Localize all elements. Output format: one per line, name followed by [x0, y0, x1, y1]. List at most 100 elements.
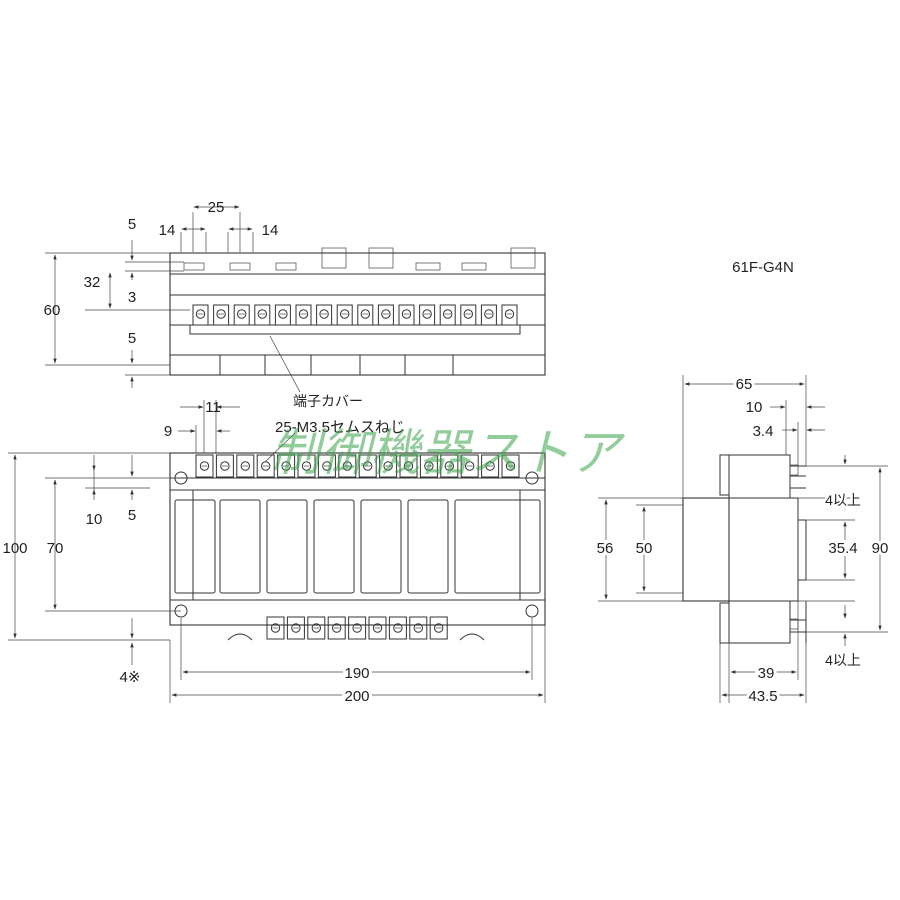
screw-head	[401, 309, 412, 319]
dim-4-bottom-label: 4以上	[825, 652, 861, 668]
dim-200-label: 200	[344, 688, 369, 705]
screw-head	[240, 461, 251, 471]
dim-60-label: 60	[44, 302, 61, 319]
screw-head	[463, 309, 473, 319]
screw-head	[342, 461, 352, 471]
terminal-block	[398, 304, 415, 326]
screw-head	[485, 461, 495, 471]
screw-head	[444, 461, 454, 471]
terminal-block	[317, 454, 336, 478]
watermark: 制御機器ストア	[270, 424, 625, 482]
terminal-block	[429, 616, 448, 640]
terminal-block	[338, 454, 357, 478]
terminal-block	[480, 304, 497, 326]
dim-43-5-label: 43.5	[748, 688, 777, 705]
screw-head	[270, 623, 281, 633]
terminal-block	[266, 616, 285, 640]
screw-head	[484, 309, 494, 319]
terminal-block	[192, 304, 209, 326]
terminal-cover-callout: 端子カバー	[293, 393, 363, 409]
terminal-block	[481, 454, 500, 478]
dim-10-side-label: 10	[746, 399, 763, 416]
screw-head	[319, 309, 329, 319]
dim-11-label: 11	[205, 399, 221, 416]
screw-head	[257, 309, 267, 319]
screw-head	[352, 623, 362, 633]
front-terminal-row-bottom	[266, 616, 448, 640]
terminal-block	[316, 304, 333, 326]
screw-head	[465, 461, 475, 471]
dim-14-right-label: 14	[262, 222, 279, 239]
dim-90-label: 90	[872, 540, 889, 557]
screw-head	[298, 309, 309, 319]
screw-head	[381, 309, 391, 319]
terminal-block	[213, 304, 230, 326]
terminal-block	[419, 304, 436, 326]
terminal-block	[256, 454, 275, 478]
front-terminal-row-top	[195, 454, 520, 478]
terminal-block	[348, 616, 367, 640]
screw-head	[383, 461, 393, 471]
screw-head	[195, 309, 206, 319]
screw-head	[413, 623, 423, 633]
side-base-plate	[682, 497, 730, 602]
side-view: 65 10 3.4 90 35.4 4以上 4以上 56	[594, 373, 892, 708]
dim-50-label: 50	[636, 540, 653, 557]
screw-head	[434, 623, 444, 633]
screw-head	[332, 623, 342, 633]
terminal-block	[274, 304, 291, 326]
terminal-block	[215, 454, 234, 478]
terminal-block	[307, 616, 326, 640]
front-view-outline	[169, 452, 546, 626]
terminal-block	[388, 616, 407, 640]
dim-56-label: 56	[597, 540, 614, 557]
screw-head	[403, 461, 414, 471]
screw-head	[216, 309, 226, 319]
dim-25-label: 25	[208, 199, 225, 216]
terminal-block	[286, 616, 305, 640]
terminal-block	[440, 454, 459, 478]
screw-head	[360, 309, 370, 319]
terminal-block	[336, 304, 353, 326]
terminal-block	[357, 304, 374, 326]
screw-head	[199, 461, 210, 471]
terminal-block	[460, 304, 477, 326]
terminal-block	[377, 304, 394, 326]
top-terminal-row	[192, 304, 518, 326]
dim-5-top-label: 5	[128, 216, 136, 233]
screw-head	[322, 461, 332, 471]
terminal-block	[419, 454, 438, 478]
screw-head	[424, 461, 434, 471]
terminal-block	[236, 454, 255, 478]
dim-70-label: 70	[47, 540, 64, 557]
dim-65-label: 65	[736, 376, 753, 393]
dim-4-note-label: 4※	[120, 669, 141, 686]
dim-190-label: 190	[344, 665, 369, 682]
dim-9-label: 9	[164, 423, 172, 440]
dim-32-label: 32	[84, 274, 101, 291]
dim-5-front-label: 5	[128, 507, 136, 524]
terminal-block	[233, 304, 250, 326]
screw-head	[301, 461, 312, 471]
screw-head	[504, 309, 515, 319]
screw-head	[505, 461, 516, 471]
terminal-block	[368, 616, 387, 640]
screw-head	[422, 309, 432, 319]
terminal-block	[254, 304, 271, 326]
screw-head	[311, 623, 321, 633]
top-view: 25 14 14 5 32 3 60 5 端子カバー	[44, 199, 546, 409]
screw-head	[393, 623, 403, 633]
screw-head	[340, 309, 350, 319]
terminal-block	[295, 304, 312, 326]
screw-head	[278, 309, 288, 319]
terminal-block	[195, 454, 214, 478]
screw-head	[237, 309, 247, 319]
terminal-block	[460, 454, 479, 478]
dim-4-top-label: 4以上	[825, 492, 861, 508]
dim-3-4-label: 3.4	[753, 423, 774, 440]
dim-10-label: 10	[86, 511, 103, 528]
screw-head	[443, 309, 453, 319]
screws-callout: 25-M3.5セムスねじ	[275, 419, 405, 436]
terminal-block	[358, 454, 377, 478]
